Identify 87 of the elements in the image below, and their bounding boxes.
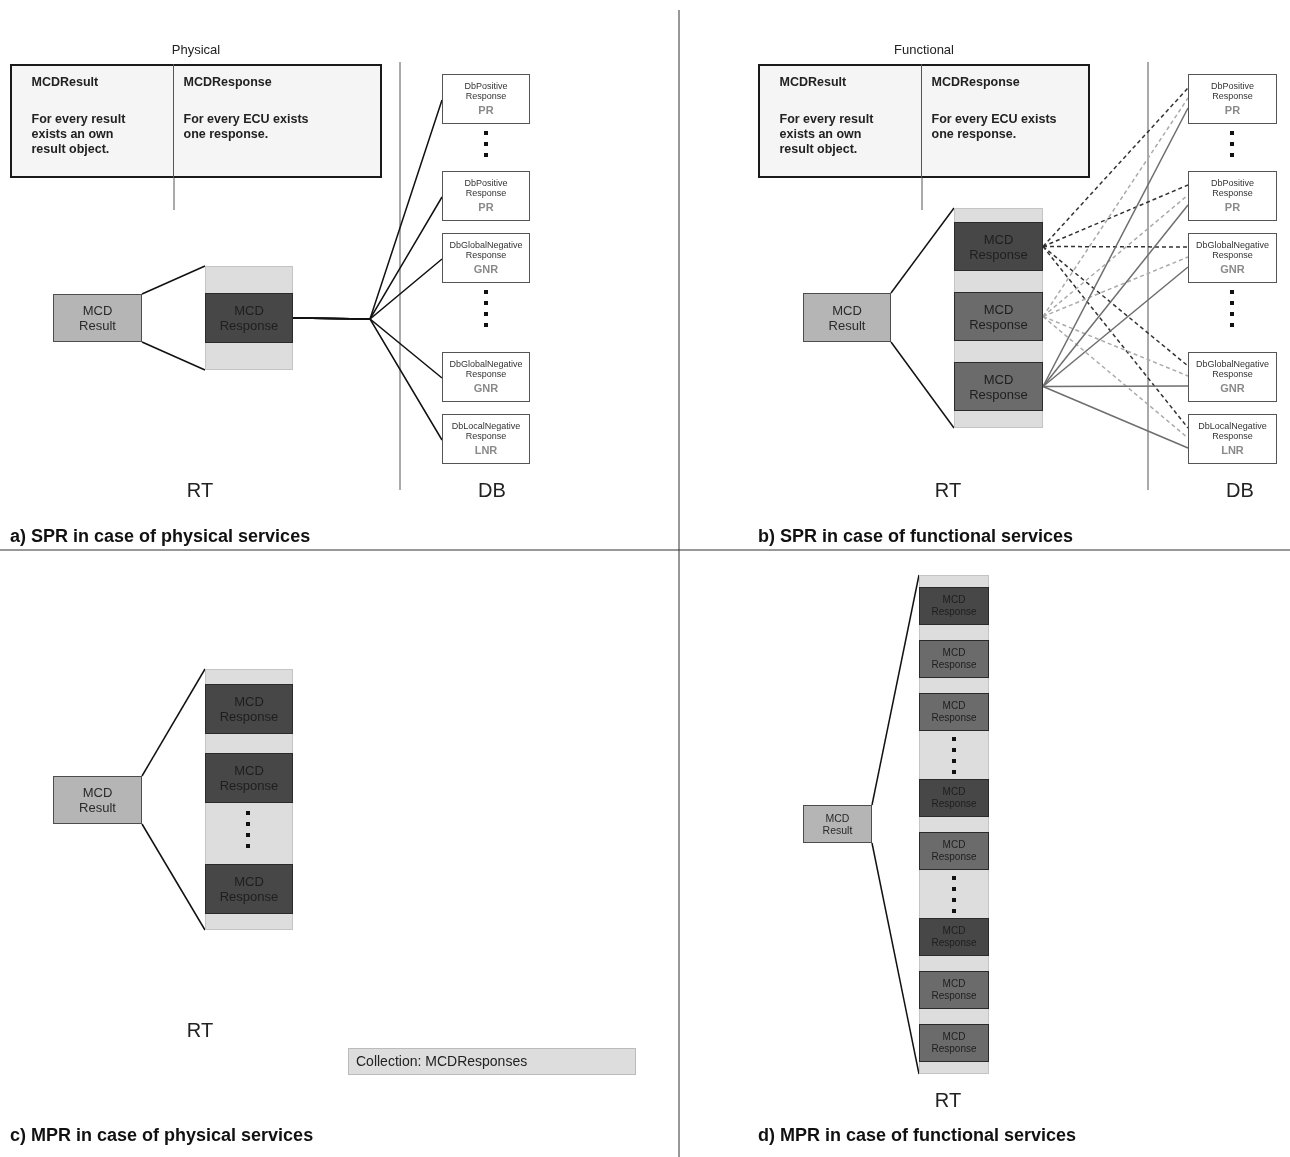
response-code: GNR <box>473 263 499 276</box>
connector-line <box>1042 245 1189 248</box>
response-box: MCD Response <box>919 693 989 731</box>
result-box: MCD Result <box>53 776 142 824</box>
section-label: DB <box>1226 478 1254 502</box>
result-box: MCD Result <box>803 805 872 843</box>
connector-line <box>1042 97 1189 318</box>
connector-line <box>141 341 206 371</box>
collection-bar <box>919 575 989 1074</box>
db-response-box <box>1188 233 1277 283</box>
connector-line <box>141 265 206 295</box>
table-title: Functional <box>894 42 954 58</box>
connector-line <box>141 668 206 777</box>
cell-heading: MCDResponse <box>931 74 1020 90</box>
response-code: LNR <box>474 444 498 457</box>
response-type-name: DbLocalNegative Response <box>450 421 522 441</box>
response-box: MCD Response <box>919 640 989 678</box>
connector-line <box>1042 194 1189 318</box>
db-response-box <box>442 171 530 221</box>
response-box: MCD Response <box>919 832 989 870</box>
response-type-name: DbGlobalNegative Response <box>448 240 524 260</box>
db-response-box <box>442 414 530 464</box>
response-box: MCD Response <box>919 971 989 1009</box>
response-code: PR <box>1224 104 1241 117</box>
cell-heading: MCDResult <box>779 74 847 90</box>
connector-line <box>1042 256 1189 318</box>
collection-bar <box>954 208 1043 428</box>
response-box: MCD Response <box>954 362 1043 411</box>
section-label: RT <box>186 478 214 502</box>
section-label: DB <box>478 478 506 502</box>
panel-caption: b) SPR in case of functional services <box>758 525 1074 547</box>
connector-line <box>1042 315 1189 377</box>
connector-line <box>1042 385 1189 449</box>
connector-line <box>890 341 955 429</box>
connector-line <box>1042 266 1189 388</box>
section-label: RT <box>934 1088 962 1112</box>
response-type-name: DbGlobalNegative Response <box>1194 359 1270 379</box>
response-type-name: DbGlobalNegative Response <box>448 359 524 379</box>
response-type-name: DbLocalNegative Response <box>1197 421 1268 441</box>
db-response-box <box>1188 414 1277 464</box>
result-box: MCD Result <box>53 294 142 342</box>
response-type-name: DbPositive Response <box>463 178 509 198</box>
response-type-name: DbGlobalNegative Response <box>1194 240 1270 260</box>
panel-caption: a) SPR in case of physical services <box>10 525 311 547</box>
response-code: GNR <box>473 382 499 395</box>
response-code: PR <box>1224 201 1241 214</box>
response-code: GNR <box>1220 382 1245 395</box>
db-response-box <box>1188 171 1277 221</box>
db-response-box <box>1188 74 1277 124</box>
response-code: LNR <box>1221 444 1244 457</box>
connector-line <box>871 574 920 806</box>
db-response-box <box>442 74 530 124</box>
connector-line <box>1042 385 1189 388</box>
cell-text: For every ECU exists one response. <box>183 111 310 142</box>
connector-line <box>1042 245 1189 429</box>
connector-line <box>292 317 443 441</box>
response-type-name: DbPositive Response <box>1210 178 1255 198</box>
collection-bar <box>205 669 293 930</box>
response-code: PR <box>478 201 494 214</box>
collection-bar <box>205 266 293 370</box>
db-response-box <box>1188 352 1277 402</box>
table-title: Physical <box>171 42 221 58</box>
db-response-box <box>442 233 530 283</box>
section-label: RT <box>934 478 962 502</box>
response-box: MCD Response <box>919 1024 989 1062</box>
response-type-name: DbPositive Response <box>463 81 509 101</box>
response-box: MCD Response <box>954 292 1043 341</box>
connector-line <box>1042 315 1189 439</box>
cell-text: For every result exists an own result object. <box>779 111 875 157</box>
result-box: MCD Result <box>803 293 891 342</box>
panel-caption: c) MPR in case of physical services <box>10 1124 314 1146</box>
cell-heading: MCDResult <box>31 74 99 90</box>
cell-heading: MCDResponse <box>183 74 272 90</box>
db-response-box <box>442 352 530 402</box>
connector-line <box>1042 87 1189 248</box>
connector-line <box>890 207 955 294</box>
response-code: PR <box>478 104 494 117</box>
connector-line <box>141 823 206 931</box>
panel-caption: d) MPR in case of functional services <box>758 1124 1077 1146</box>
response-type-name: DbPositive Response <box>1210 81 1255 101</box>
response-code: GNR <box>1220 263 1245 276</box>
cell-text: For every ECU exists one response. <box>931 111 1058 142</box>
connector-line <box>1042 184 1189 248</box>
section-label: RT <box>186 1018 214 1042</box>
cell-text: For every result exists an own result object. <box>31 111 127 157</box>
legend-text: Collection: MCDResponses <box>356 1053 528 1070</box>
connector-line <box>871 842 920 1075</box>
